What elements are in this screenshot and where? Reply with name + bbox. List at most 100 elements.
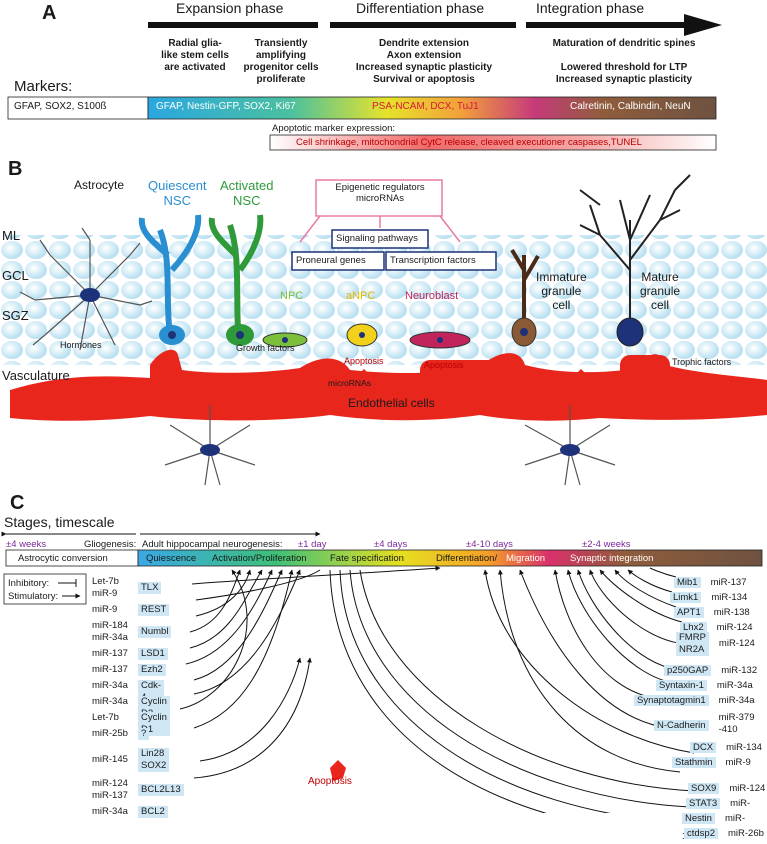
panel-b-letter: B — [8, 158, 23, 180]
right-row-fmrp: FMRP NR2A miR-124 — [676, 632, 755, 657]
panel-a-letter: A — [42, 2, 57, 24]
left-row-tlx: Let-7b miR-9 TLX — [92, 576, 162, 600]
phase-expansion: Expansion phase — [176, 0, 284, 16]
target-ctdsp2: ctdsp2 — [684, 828, 718, 839]
apoptotic-bar — [269, 134, 717, 151]
note-radial-glia: Radial glia- like stem cells are activat… — [161, 38, 229, 73]
mir-9-rest: miR-9 — [92, 604, 118, 615]
label-hormones: Hormones — [60, 340, 102, 350]
right-row-syntaxin: Syntaxin-1 miR-34a — [656, 675, 753, 693]
timescale-4-10days: ±4-10 days — [466, 539, 513, 550]
apoptotic-cells — [358, 366, 587, 388]
label-quiescent-nsc: Quiescent NSC — [148, 178, 207, 208]
target-ncadherin: N-Cadherin — [654, 720, 709, 732]
target-syntaxin1: Syntaxin-1 — [656, 680, 707, 691]
differentiation-bar — [330, 22, 516, 28]
marker-text-mature: Calretinin, Calbindin, NeuN — [570, 101, 691, 112]
target-tlx: TLX — [138, 582, 162, 594]
label-epigenetic: Epigenetic regulators microRNAs — [335, 182, 425, 204]
left-row-cyclind1: Let-7b Cyclin D1 — [92, 712, 170, 736]
marker-text-neuroblast: PSA-NCAM, DCX, TuJ1 — [372, 101, 479, 112]
timescale-4days: ±4 days — [374, 539, 408, 550]
activated-nsc-processes — [208, 214, 264, 331]
target-numbl: Numbl — [138, 626, 172, 638]
mir-145: miR-145 — [92, 754, 128, 765]
left-row-unknown: miR-25b ? — [92, 728, 150, 740]
label-transcription: Transcription factors — [390, 255, 476, 266]
label-immature-granule: Immature granule cell — [536, 270, 587, 312]
marker-gradient-bar — [147, 96, 717, 120]
mir-124-sox9: miR-124 — [729, 783, 766, 794]
panel-c-graphics — [1, 531, 763, 813]
layer-sgz: SGZ — [2, 308, 29, 323]
mir-let7b-tlx: Let-7b — [92, 576, 119, 587]
mir-34a-syntaxin: miR-34a — [716, 680, 753, 691]
mir-138: miR-138 — [713, 607, 750, 618]
mir-134-limk1: miR-134 — [711, 592, 748, 603]
mir-137-ezh2: miR-137 — [92, 664, 128, 675]
label-micrornas: microRNAs — [328, 378, 371, 388]
proneural-box — [291, 251, 385, 271]
target-fmrp-nr2a: FMRP NR2A — [676, 632, 709, 656]
label-signaling: Signaling pathways — [336, 233, 418, 244]
label-apoptosis-anpc: Apoptosis — [344, 356, 384, 366]
stage-activation: Activation/Proliferation — [212, 553, 307, 564]
mature-granule-body — [616, 317, 644, 347]
target-lsd1: LSD1 — [138, 648, 168, 660]
mir-134-dcx: miR-134 — [726, 742, 762, 753]
mir-124-fmrp: miR-124 — [718, 638, 755, 649]
timeline-arrowhead — [684, 14, 722, 36]
stage-differentiation: Differentiation/ — [436, 553, 498, 564]
mir-9-stathmin: miR-9 — [725, 757, 751, 768]
target-bcl2: BCL2 — [138, 806, 168, 818]
apoptotic-markers: Cell shrinkage, mitochondrial CytC relea… — [296, 137, 642, 148]
phase-differentiation: Differentiation phase — [356, 0, 485, 16]
left-row-bcl2l13: miR-124 miR-137 BCL2L13 — [92, 778, 184, 802]
panel-b-illustration — [0, 174, 767, 486]
note-transient-progenitors: Transiently amplifying progenitor cells … — [243, 38, 319, 85]
mature-granule-dendrites — [579, 174, 691, 330]
stage-quiescence: Quiescence — [146, 553, 197, 564]
note-integration-1: Maturation of dendritic spines — [552, 38, 696, 49]
right-arrows — [329, 567, 695, 813]
layer-gcl: GCL — [2, 268, 29, 283]
left-row-lin28: miR-145 Lin28 SOX2 — [92, 748, 170, 772]
target-stat3: STAT3 — [686, 798, 721, 809]
left-row-cyclind2: miR-34a Cyclin D2 — [92, 696, 170, 720]
quiescent-nsc-processes — [138, 214, 202, 336]
gliogenesis-label: Gliogenesis: — [84, 539, 137, 550]
left-row-bcl2: miR-34a BCL2 — [92, 806, 168, 818]
label-neuroblast: Neuroblast — [405, 290, 459, 302]
astrocyte-nucleus — [80, 288, 100, 302]
panel-c-letter: C — [10, 492, 25, 514]
markers-label: Markers: — [14, 78, 73, 95]
label-astrocyte: Astrocyte — [74, 178, 125, 192]
mir-137-mib1: miR-137 — [710, 577, 747, 588]
marker-text-astro: GFAP, SOX2, S100ß — [14, 101, 107, 112]
epigenetic-box — [315, 179, 443, 217]
mir-137-lsd1: miR-137 — [92, 648, 128, 659]
legend-inhibitory: Inhibitory: — [8, 578, 50, 589]
mir-34a-synaptotagmin: miR-34a — [718, 695, 755, 706]
marker-text-nsc: GFAP, Nestin-GFP, SOX2, Ki67 — [156, 101, 296, 112]
label-endothelial: Endothelial cells — [348, 396, 435, 410]
apoptotic-label: Apoptotic marker expression: — [272, 123, 396, 134]
target-rest: REST — [138, 604, 170, 616]
note-differentiation: Dendrite extension Axon extension Increa… — [355, 38, 493, 85]
mir-9-tlx: miR-9 — [92, 588, 118, 599]
legend-box — [3, 573, 87, 605]
mir-34a-bcl2: miR-34a — [92, 806, 128, 817]
label-anpc: aNPC — [346, 290, 376, 302]
label-trophic: Trophic factors — [672, 357, 732, 367]
stage-synaptic: Synaptic integration — [570, 553, 654, 564]
mir-379-410: miR-379 -410 — [718, 712, 755, 735]
left-row-lsd1: miR-137 LSD1 — [92, 648, 168, 660]
vasculature — [10, 349, 767, 421]
label-activated-nsc: Activated NSC — [220, 178, 274, 208]
left-arrows — [179, 565, 441, 779]
mir-137-bcl2l13: miR-137 — [92, 790, 128, 801]
